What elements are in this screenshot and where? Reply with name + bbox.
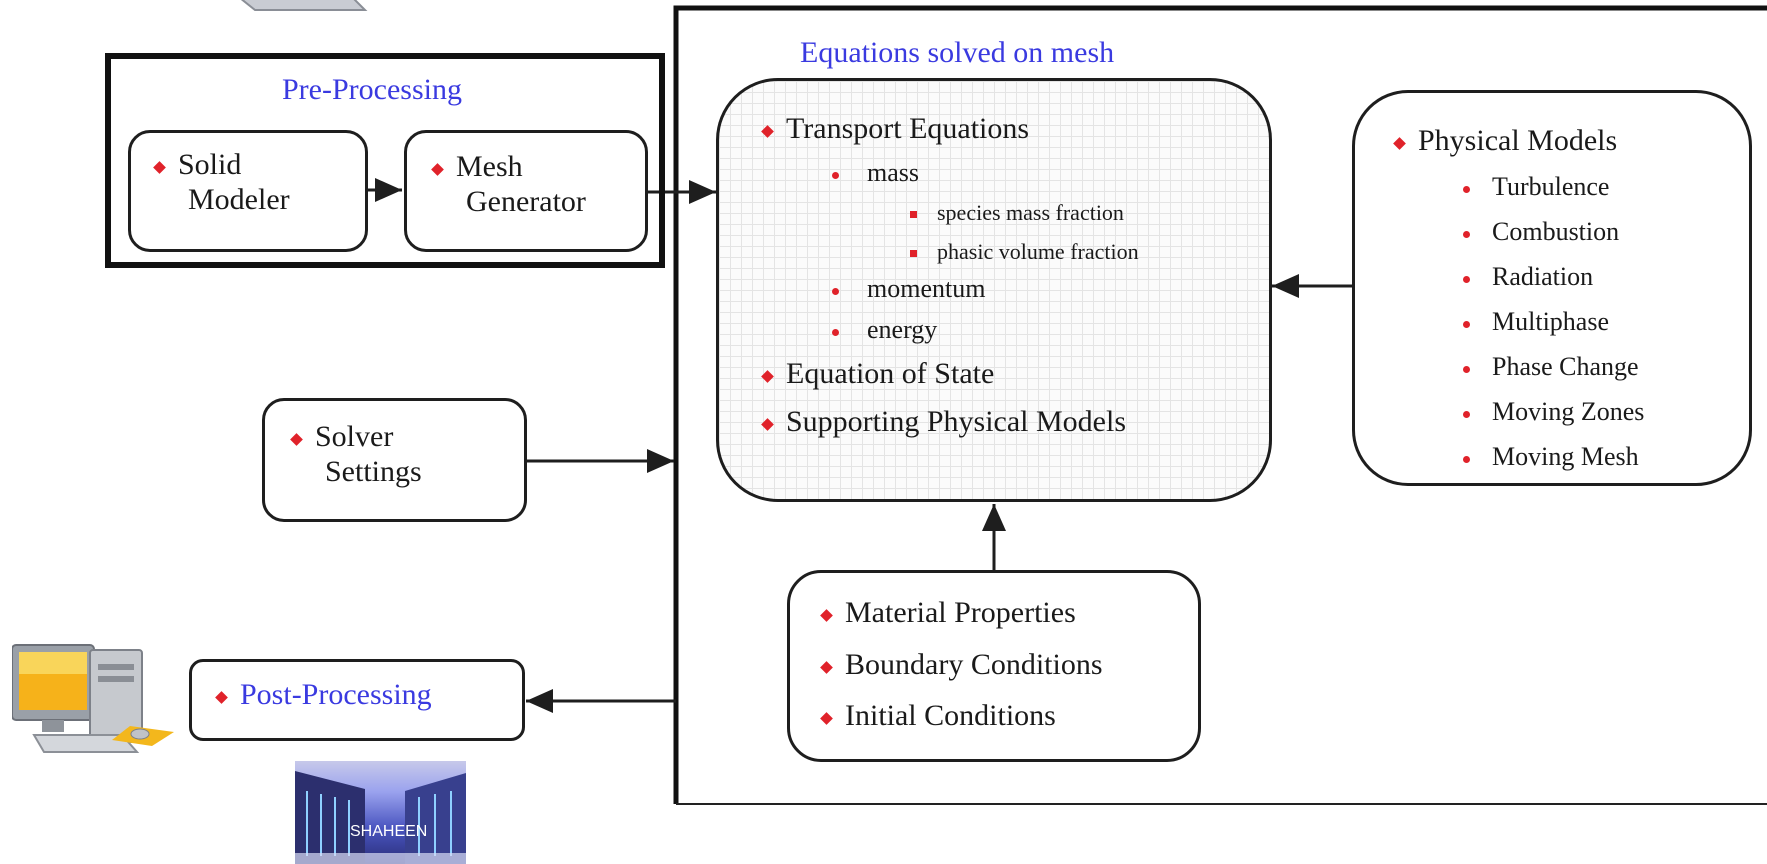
bullet-icon	[910, 211, 917, 219]
material-properties-item: Material Properties	[820, 596, 1076, 631]
bullet-icon	[832, 328, 839, 336]
bullet-icon	[820, 660, 833, 674]
bullet-icon	[1463, 455, 1470, 463]
supporting-physical-models-item: Supporting Physical Models	[761, 405, 1126, 440]
physical-models-title: Physical Models	[1393, 124, 1617, 159]
bullet-icon	[832, 171, 839, 179]
outer-frame	[673, 5, 1767, 804]
pre-processing-group	[105, 53, 665, 268]
solver-settings-label: Solver Settings	[290, 420, 422, 489]
bullet-icon	[761, 417, 774, 431]
desktop-computer-icon	[11, 640, 177, 760]
physical-models-box	[1352, 90, 1752, 486]
equations-box	[716, 78, 1272, 502]
list-item: Radiation	[1463, 262, 1644, 307]
bullet-icon	[761, 124, 774, 138]
bullet-icon	[761, 369, 774, 383]
species-mass-fraction-item: species mass fraction	[910, 200, 1124, 225]
pre-processing-title: Pre-Processing	[282, 73, 462, 106]
post-processing-label: Post-Processing	[215, 678, 432, 713]
equation-of-state-item: Equation of State	[761, 357, 994, 392]
bullet-icon	[910, 250, 917, 258]
boundary-conditions-item: Boundary Conditions	[820, 648, 1103, 683]
bullet-icon	[290, 432, 303, 446]
bullet-icon	[1463, 230, 1470, 238]
list-item: Turbulence	[1463, 172, 1644, 217]
bullet-icon	[1463, 365, 1470, 373]
supercomputer-label: SHAHEEN	[350, 823, 428, 840]
momentum-item: momentum	[832, 274, 985, 304]
solid-modeler-box	[128, 130, 368, 252]
list-item: Multiphase	[1463, 307, 1644, 352]
conditions-box	[787, 570, 1201, 762]
bullet-icon	[1463, 275, 1470, 283]
energy-item: energy	[832, 315, 937, 345]
transport-equations-item: Transport Equations	[761, 112, 1029, 147]
bullet-icon	[153, 160, 166, 174]
mass-item: mass	[832, 158, 919, 188]
list-item: Moving Zones	[1463, 397, 1644, 442]
list-item: Combustion	[1463, 217, 1644, 262]
server-racks-icon	[295, 771, 466, 864]
bullet-icon	[215, 690, 228, 704]
computer-top-partial-icon	[225, 0, 375, 18]
physical-models-list: Turbulence Combustion Radiation Multipha…	[1463, 172, 1644, 487]
mesh-generator-box	[404, 130, 648, 252]
bullet-icon	[1463, 410, 1470, 418]
list-item: Moving Mesh	[1463, 442, 1644, 487]
supercomputer-image: SHAHEEN	[295, 761, 466, 864]
list-item: Phase Change	[1463, 352, 1644, 397]
bullet-icon	[1393, 136, 1406, 150]
post-processing-box	[189, 659, 525, 741]
solver-settings-box	[262, 398, 527, 522]
phasic-volume-fraction-item: phasic volume fraction	[910, 239, 1139, 264]
bullet-icon	[1463, 185, 1470, 193]
initial-conditions-item: Initial Conditions	[820, 699, 1056, 734]
equations-title: Equations solved on mesh	[800, 36, 1115, 69]
bullet-icon	[1463, 320, 1470, 328]
bullet-icon	[832, 287, 839, 295]
bullet-icon	[431, 162, 444, 176]
mesh-generator-label: Mesh Generator	[431, 150, 586, 219]
bullet-icon	[820, 608, 833, 622]
bullet-icon	[820, 711, 833, 725]
solid-modeler-label: Solid Modeler	[153, 148, 290, 217]
